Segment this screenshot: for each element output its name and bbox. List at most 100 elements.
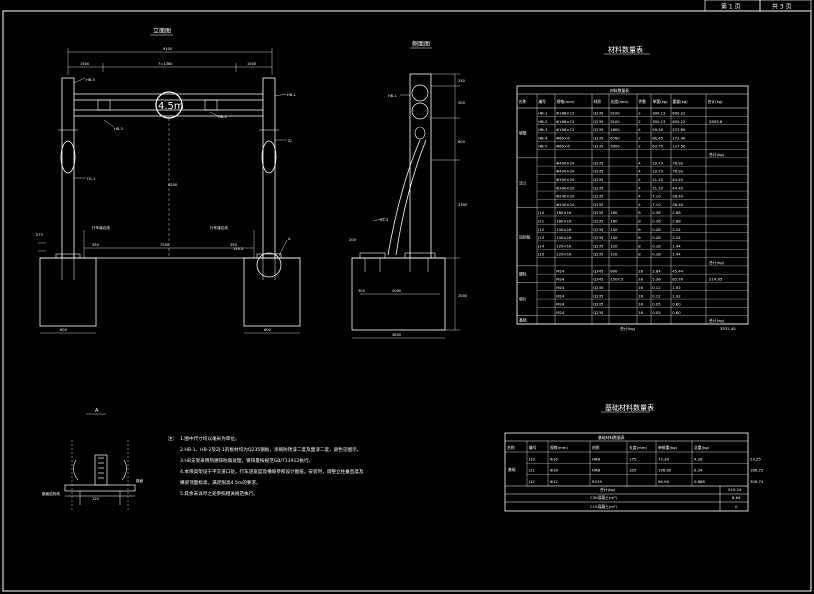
table1-cell: J15 (537, 252, 545, 257)
table2-header-0: 名称 (507, 445, 515, 450)
table2-header-6: 总重(kg) (694, 445, 710, 450)
table1-cell: 150 (610, 235, 618, 240)
table1-cell: Q235 (593, 227, 604, 232)
table1-cell: 2.24 (672, 235, 681, 240)
table1-cell: M24 (556, 277, 565, 282)
table2-c30-value: 8.64 (732, 495, 741, 500)
table1-cell: 1800 (610, 127, 620, 132)
table1-cell: 9100 (610, 111, 620, 116)
table2-cell: 73.36 (658, 456, 669, 461)
sheet-border (2, 10, 812, 592)
label-hb5: HB-5 (86, 78, 95, 82)
table1-cell: 28.40 (672, 194, 683, 199)
table1-cell: J11 (537, 219, 545, 224)
label-h1: H1-1 (87, 177, 96, 181)
table1-group-label: 钢管 (519, 130, 527, 135)
table1-cell: 300.13 (652, 111, 666, 116)
table1-cell: 1.92 (672, 285, 681, 290)
side-dim-pad: 500 (358, 289, 366, 293)
table1-cell: Q235 (593, 177, 604, 182)
table1-cell: 0.80 (672, 310, 681, 315)
table1-group-label: 垫片 (519, 297, 527, 302)
table1-cell: 120 (610, 243, 618, 248)
table1-cell: 8 (638, 235, 641, 240)
table2-title: 基础材料数量表 (605, 403, 654, 412)
table2-cell: 186.25 (750, 468, 764, 473)
table1-cell: 2.84 (652, 268, 661, 273)
side-title: 侧面图 (412, 40, 430, 48)
table2-cell: 309.74 (750, 479, 764, 484)
table1-cell: 8 (638, 227, 641, 232)
table1-cell: 11.10 (652, 185, 663, 190)
table1-cell: 4 (638, 194, 641, 199)
table1-cell: 150×16 (556, 235, 572, 240)
table1-cell: HB-5 (538, 144, 548, 149)
table1-cell: 0.28 (652, 235, 661, 240)
table1-cell: Φ240×20 (556, 194, 575, 199)
side-dim-2: 500 (458, 101, 466, 105)
table1-cell: 8 (638, 243, 641, 248)
table1-cell: 4 (638, 127, 641, 132)
table2-sum-label: 合计(kg) (600, 487, 616, 492)
table1-cell: 180 (610, 219, 618, 224)
table1-cell: 合计(kg) (709, 318, 725, 323)
label-hb2: HB-2 (218, 115, 227, 119)
table1-cell: 2.88 (672, 210, 681, 215)
table1-cell: Q235 (593, 119, 604, 124)
table1-cell: 600.22 (672, 111, 686, 116)
table1-cell: Q235 (593, 285, 604, 290)
table1-cell: Q235 (593, 310, 604, 315)
table2-cell: 23.25 (750, 456, 761, 461)
side-dim-4: 3300 (458, 203, 468, 207)
table2-cell: 0.888 (694, 479, 705, 484)
front-dim-right: 1500 (247, 62, 257, 66)
table1-cell: 78.92 (672, 160, 683, 165)
table1-cell: 0.36 (652, 210, 661, 215)
table1-cell: 59.40 (652, 127, 663, 132)
front-dim-mid: 7=1380 (158, 62, 173, 66)
table1-cell: Φ240×20 (556, 202, 575, 207)
table1-group-label: 螺栓 (519, 272, 527, 277)
table1-cell: Q235 (593, 235, 604, 240)
side-dim-base: 2000 (392, 289, 402, 293)
table1-cell: 19.73 (652, 169, 663, 174)
table2-cell: 185 (629, 468, 637, 473)
table1-cell: 1507.5 (610, 277, 624, 282)
table2-cell: R235 (592, 479, 602, 484)
table1-cell: Q235 (593, 127, 604, 132)
table1-cell: 16 (638, 310, 643, 315)
page-total: 共 3 页 (772, 3, 792, 11)
table1-cell: 172.90 (672, 135, 686, 140)
front-dim-left: 1500 (80, 62, 90, 66)
table1-header-8: 合计(kg) (708, 99, 724, 104)
table1-cell: 11.10 (652, 177, 663, 182)
table2-header-5: 单根重(kg) (658, 445, 677, 450)
table1-cell: 85.76 (672, 277, 683, 282)
table1-total-label: 合计(kg) (620, 326, 636, 331)
table1-cell: 237.60 (672, 127, 686, 132)
table1-cell: 4 (638, 185, 641, 190)
table1-cell: 300.13 (652, 119, 666, 124)
note-line-4: 4.本限高架设于平交道口处，行车道宽度及横坡参照设计图纸。安装时，调整立柱垂直度… (180, 468, 364, 475)
table2-cell: Φ12 (550, 479, 558, 484)
front-right-small: 150.2 (233, 247, 243, 251)
table1-cell: 0.05 (652, 302, 661, 307)
table1-cell: 127.50 (672, 144, 686, 149)
table1-cell: Φ300×20 (556, 185, 575, 190)
front-elevation: 立面图 9100 1500 7=1380 1500 4.5m HB (36, 27, 301, 334)
table1-cell: 1.44 (672, 252, 681, 257)
table1-cell: 8 (638, 210, 641, 215)
table1-cell: 44.40 (672, 185, 683, 190)
table1-cell: Q235 (593, 202, 604, 207)
table1-cell: Q235 (593, 219, 604, 224)
table1-cell: 16 (638, 277, 643, 282)
table1-cell: 2.88 (672, 219, 681, 224)
table1-cell: Q235 (593, 144, 604, 149)
front-dim-total: 9100 (163, 47, 173, 51)
table1-header-4: 长度(mm) (611, 99, 629, 104)
front-left-small: 275 (36, 233, 43, 237)
table1-cell: HB-1 (538, 111, 548, 116)
table1-cell: 214.05 (709, 277, 723, 282)
table1-cell: Q235 (593, 160, 604, 165)
table2-caption: 基础材料数量表 (598, 435, 625, 440)
